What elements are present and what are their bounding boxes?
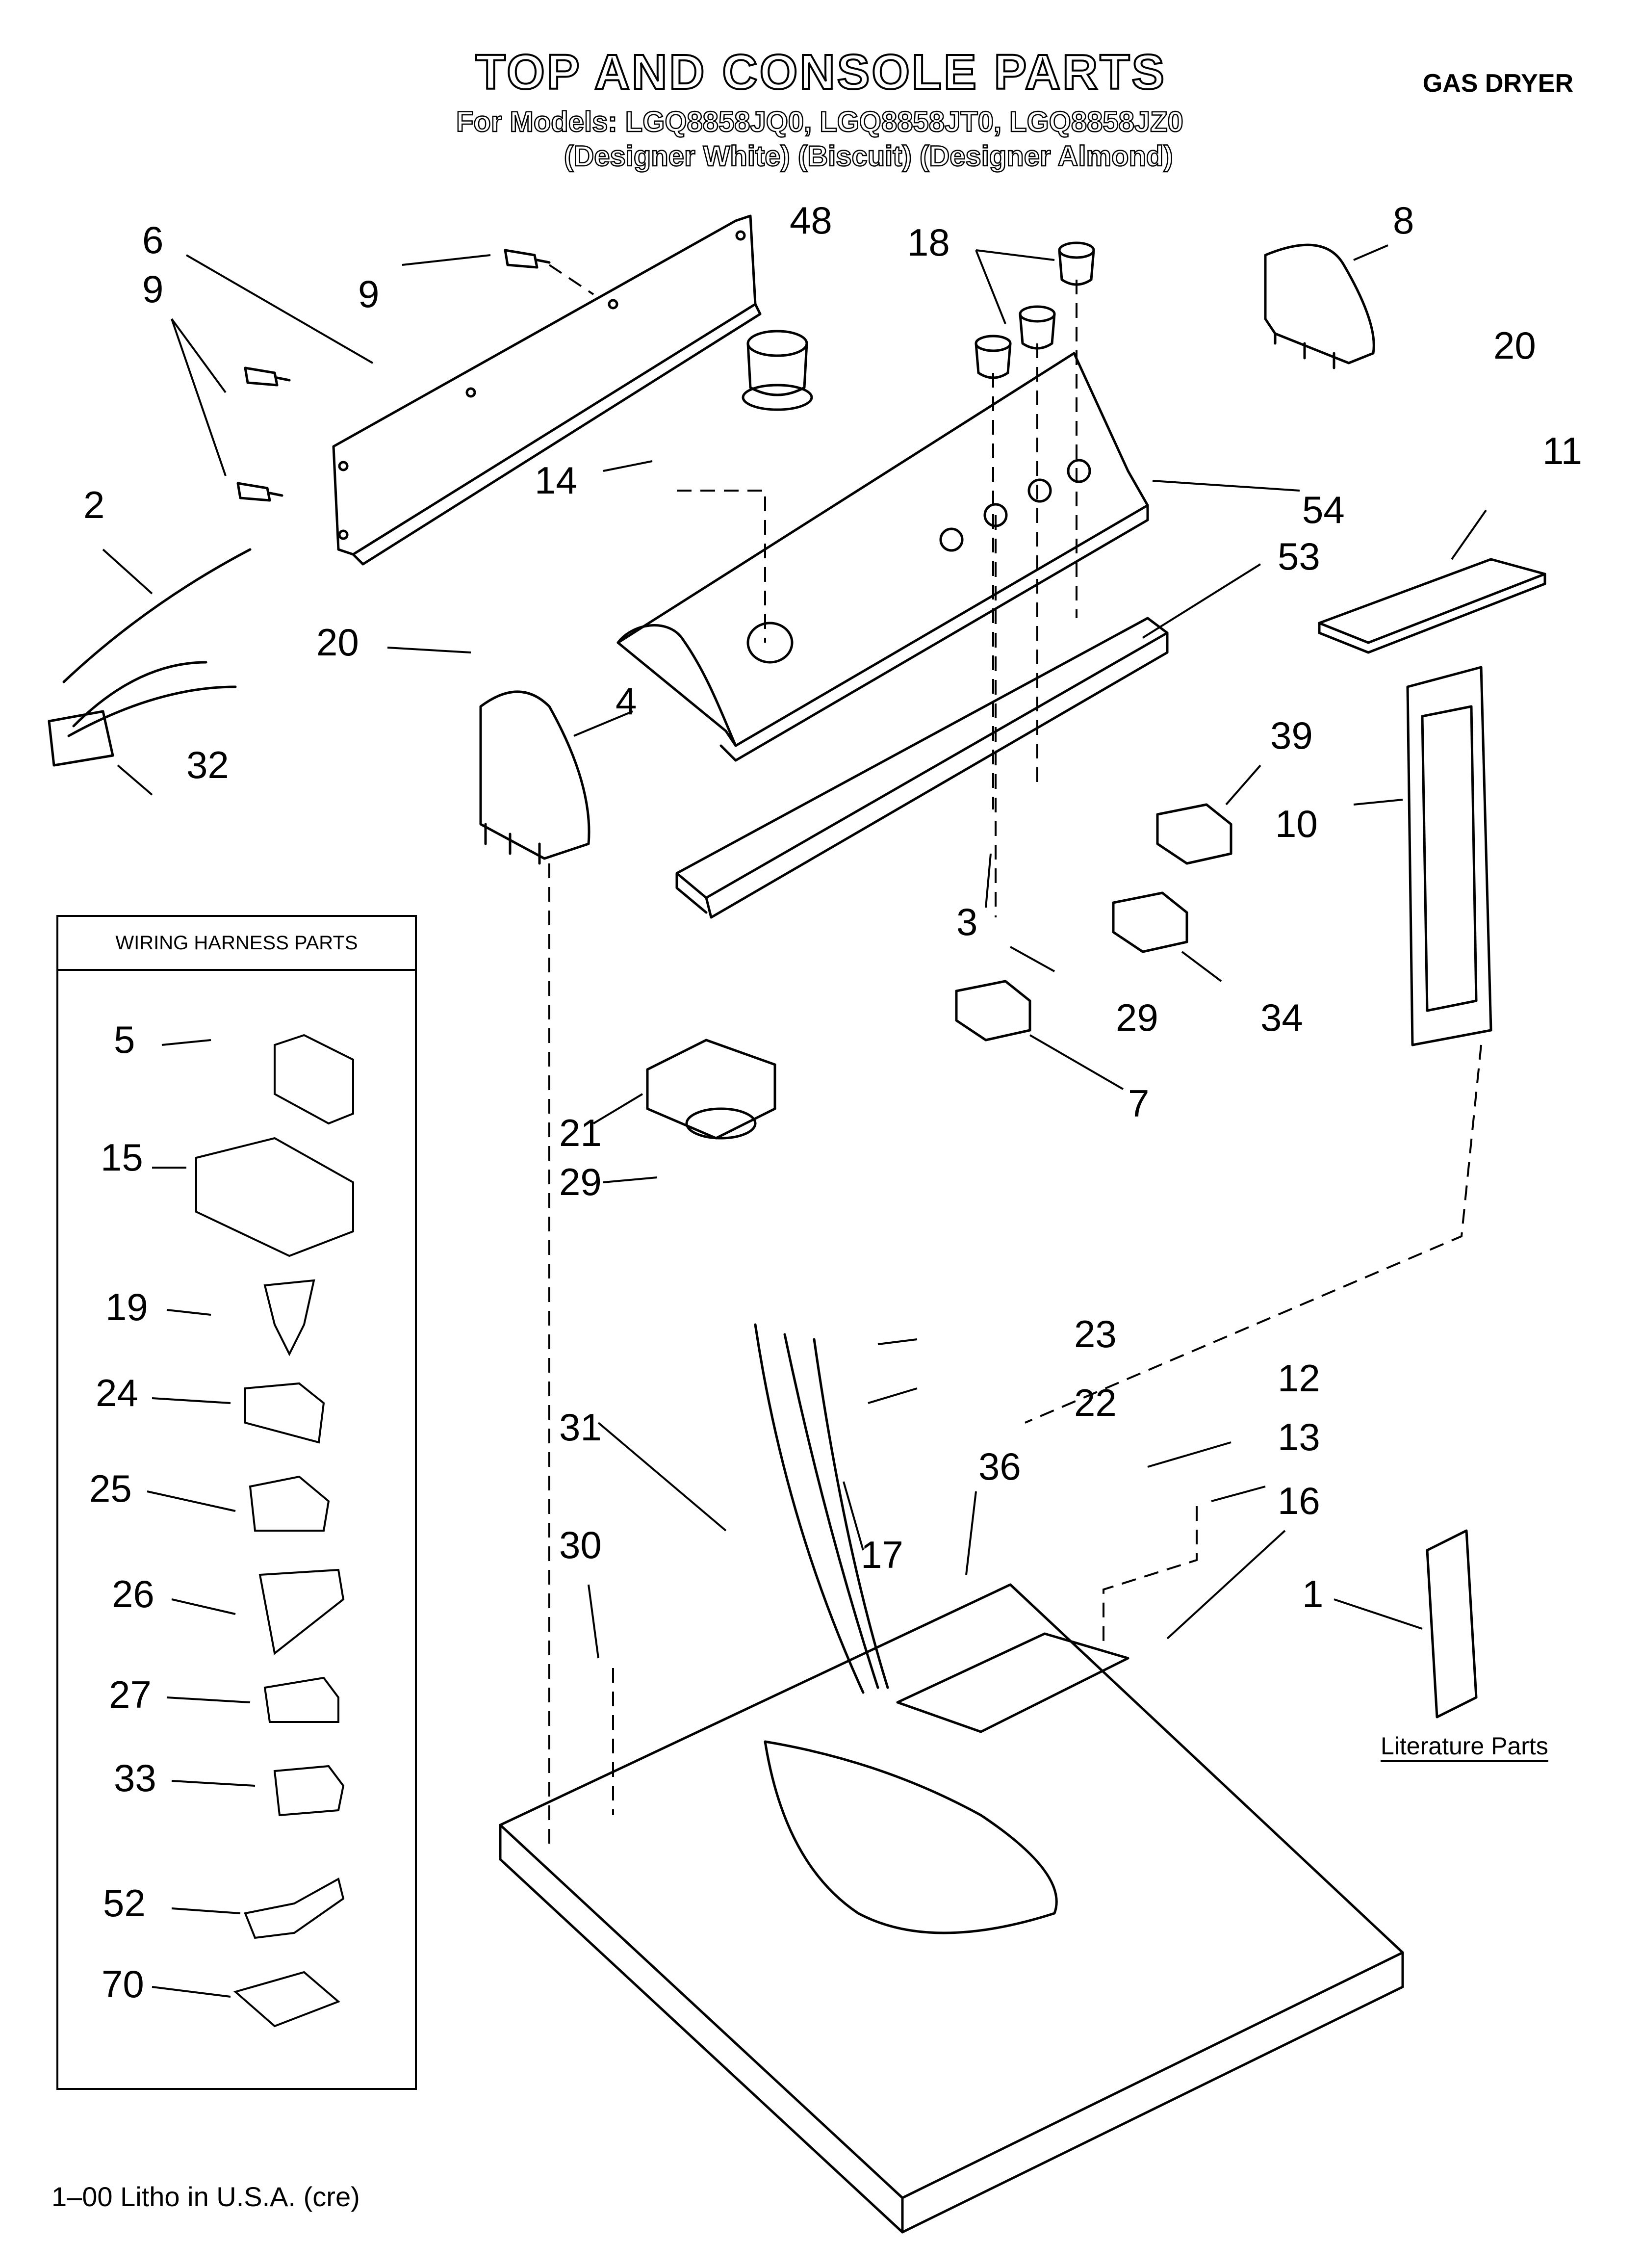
lint-housing-part: [1406, 666, 1492, 1046]
timer-part: [646, 1039, 776, 1140]
callout-number: 54: [1302, 488, 1345, 531]
control-bracket-part: [675, 617, 1169, 919]
wiring-harness-title: WIRING HARNESS PARTS: [58, 917, 415, 971]
callout-number: 16: [1278, 1479, 1320, 1522]
callout-number: 32: [186, 743, 229, 786]
switch-part: [955, 803, 1232, 1042]
knob-part: [742, 330, 813, 411]
callout-number: 48: [790, 199, 832, 242]
harness-label: 5: [114, 1018, 135, 1061]
callout-number: 36: [978, 1445, 1021, 1488]
callout-number: 7: [1128, 1082, 1150, 1125]
harness-parts-drawings: [147, 1034, 354, 2028]
color-list: (Designer White) (Biscuit) (Designer Alm…: [564, 140, 1174, 173]
callout-number: 17: [861, 1533, 903, 1576]
wire-bundle-part: [754, 1323, 1058, 1934]
harness-label: 27: [109, 1673, 152, 1716]
model-list: For Models: LGQ8858JQ0, LGQ8858JT0, LGQ8…: [456, 105, 1184, 139]
callout-number: 34: [1260, 996, 1303, 1039]
lint-screen-part: [1318, 558, 1546, 654]
callout-number: 23: [1074, 1312, 1117, 1356]
callout-number: 3: [956, 900, 978, 943]
callout-number: 9: [142, 267, 164, 311]
callout-number: 4: [616, 679, 637, 723]
page-title: TOP AND CONSOLE PARTS: [475, 44, 1167, 101]
callout-number: 22: [1074, 1381, 1117, 1424]
console-panel-part: [616, 352, 1149, 762]
callout-number: 2: [83, 483, 105, 526]
harness-label: 24: [96, 1371, 138, 1414]
end-cap-part: [479, 690, 590, 865]
callout-number: 18: [907, 221, 950, 264]
callout-number: 53: [1278, 535, 1320, 578]
harness-label: 25: [89, 1467, 132, 1510]
screw-part: [236, 249, 551, 502]
callout-number: 13: [1278, 1415, 1320, 1459]
harness-label: 26: [112, 1572, 154, 1616]
literature-part: [1426, 1529, 1478, 1719]
callout-number: 1: [1302, 1572, 1324, 1616]
callout-number: 8: [1393, 199, 1414, 242]
product-type: GAS DRYER: [1422, 69, 1573, 98]
callout-number: 30: [559, 1523, 602, 1566]
harness-label: 19: [105, 1285, 148, 1329]
dryer-top-part: [499, 1583, 1404, 2234]
callout-number: 6: [142, 218, 164, 261]
harness-label: 70: [102, 1962, 144, 2006]
harness-label: 15: [101, 1136, 143, 1179]
wiring-harness-parts-box: WIRING HARNESS PARTS: [56, 915, 417, 2090]
callout-number: 10: [1275, 802, 1318, 845]
harness-label: 52: [103, 1881, 146, 1925]
callout-number: 9: [358, 272, 380, 315]
callout-number: 12: [1278, 1356, 1320, 1400]
literature-parts-label: Literature Parts: [1381, 1732, 1548, 1762]
harness-part: [48, 548, 252, 767]
callout-number: 20: [1493, 324, 1536, 367]
callout-number: 29: [1116, 996, 1158, 1039]
callout-number: 21: [559, 1111, 602, 1154]
callout-number: 39: [1270, 714, 1313, 757]
callout-number: 29: [559, 1160, 602, 1203]
end-cap-part: [1264, 243, 1375, 369]
harness-label: 33: [114, 1756, 156, 1799]
callout-number: 20: [316, 621, 359, 664]
callout-number: 14: [535, 459, 577, 502]
callout-number: 11: [1542, 429, 1582, 472]
rear-bracket-part: [332, 214, 762, 566]
callout-number: 31: [559, 1406, 602, 1449]
footer-print-note: 1–00 Litho in U.S.A. (cre): [51, 2181, 360, 2212]
